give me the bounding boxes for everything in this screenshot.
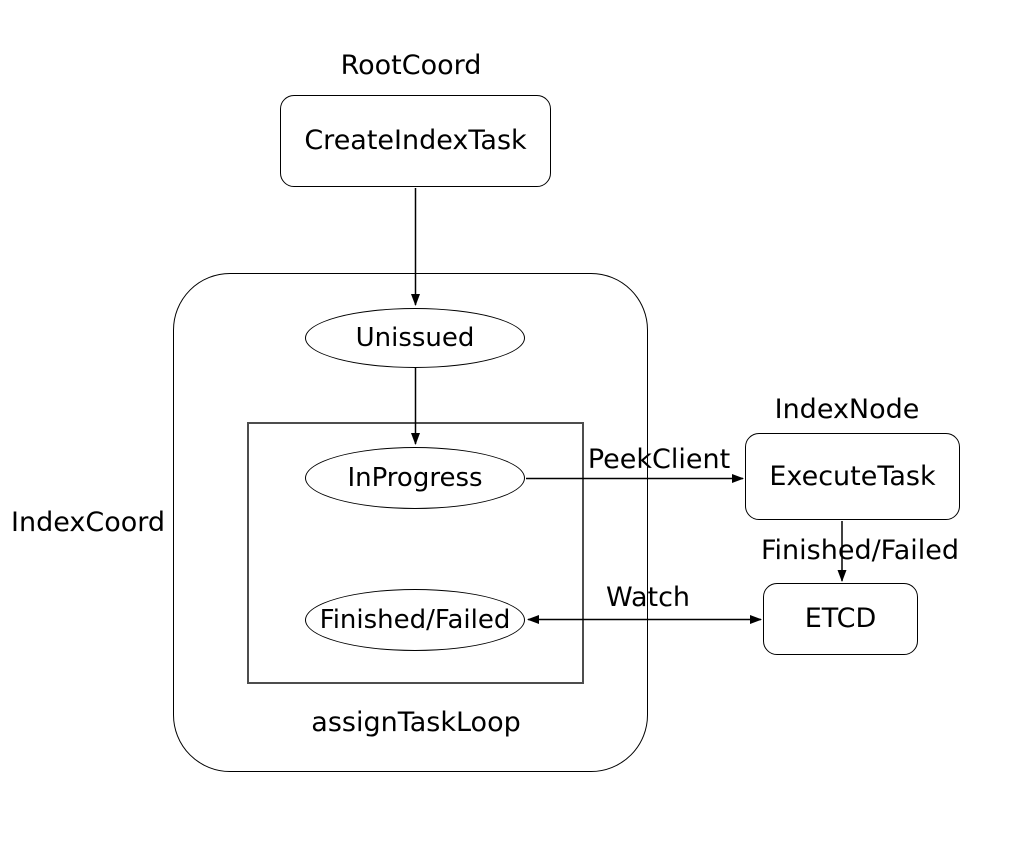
node-execute-task: ExecuteTask [745, 433, 960, 520]
node-in-progress-label: InProgress [347, 462, 483, 493]
node-etcd-label: ETCD [804, 603, 877, 635]
assign-task-loop-label: assignTaskLoop [311, 707, 521, 739]
index-node-label: IndexNode [774, 394, 920, 426]
node-etcd: ETCD [763, 583, 918, 655]
node-finished-failed: Finished/Failed [305, 589, 525, 651]
node-finished-failed-label: Finished/Failed [319, 604, 511, 635]
edge-peekclient-label: PeekClient [587, 444, 731, 476]
node-create-index-task: CreateIndexTask [280, 95, 551, 187]
node-in-progress: InProgress [305, 447, 525, 509]
node-execute-task-label: ExecuteTask [769, 460, 936, 492]
root-coord-label: RootCoord [340, 50, 482, 82]
edge-watch-label: Watch [605, 582, 691, 614]
edge-finished-failed-label: Finished/Failed [760, 535, 960, 567]
node-unissued: Unissued [305, 308, 525, 368]
index-coord-container [173, 273, 648, 772]
node-unissued-label: Unissued [355, 322, 475, 353]
node-create-index-task-label: CreateIndexTask [304, 125, 527, 157]
index-coord-label: IndexCoord [11, 507, 165, 539]
